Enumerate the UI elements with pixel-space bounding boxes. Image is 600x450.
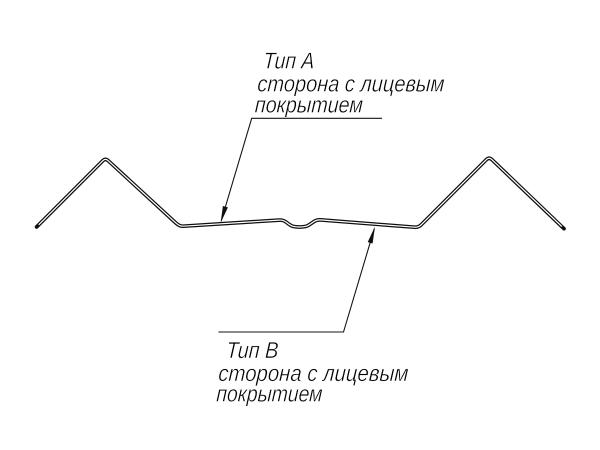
svg-text:сторона с лицевым: сторона с лицевым: [257, 71, 446, 97]
svg-text:покрытием: покрытием: [216, 381, 324, 407]
svg-text:Тип А: Тип А: [263, 48, 316, 74]
svg-text:сторона с лицевым: сторона с лицевым: [218, 360, 410, 386]
svg-text:Тип В: Тип В: [226, 337, 280, 363]
svg-text:покрытием: покрытием: [254, 92, 364, 118]
